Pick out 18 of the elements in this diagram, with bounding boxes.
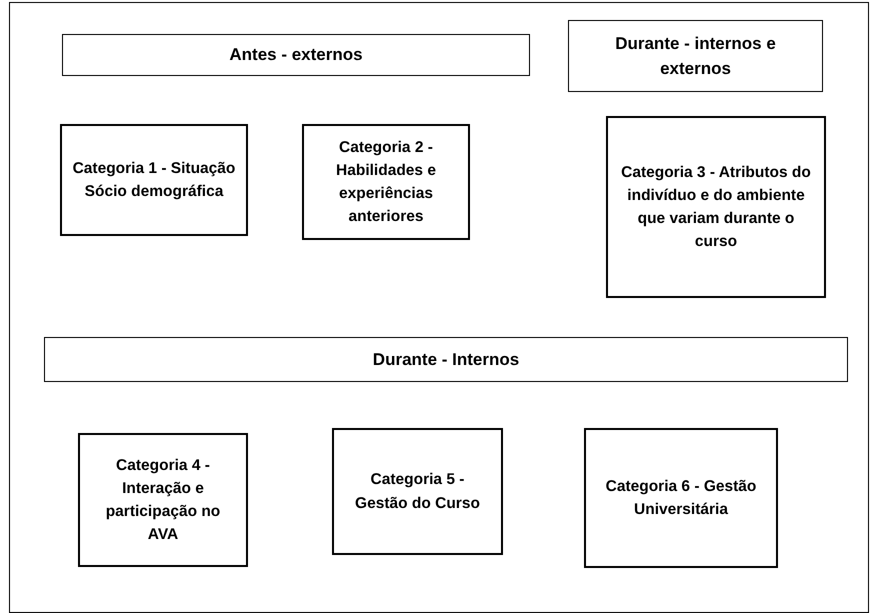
- category-box: [60, 124, 248, 236]
- heading-text: Durante - Internos: [372, 348, 520, 371]
- category-text: Categoria 5 - Gestão do Curso: [354, 470, 481, 514]
- category-text: Categoria 4 - Interação e participação no AVA: [104, 456, 222, 546]
- category-box: [584, 428, 778, 568]
- category-text: Categoria 2 - Habilidades e experiências anteriores: [335, 138, 437, 228]
- category-box: [78, 433, 248, 567]
- heading-text: Antes - externos: [229, 44, 363, 66]
- heading-text: Durante - internos e externos: [614, 32, 777, 80]
- heading-box: [568, 20, 823, 92]
- category-text: Categoria 6 - Gestão Universitária: [604, 476, 758, 520]
- heading-box: [62, 34, 530, 76]
- category-box: [302, 124, 470, 240]
- category-text: Categoria 3 - Atributos do indivíduo e do ambiente que variam durante o curso: [620, 162, 812, 252]
- category-text: Categoria 1 - Situação Sócio demográfica: [72, 158, 236, 202]
- category-box: [606, 116, 826, 298]
- category-box: [332, 428, 503, 555]
- heading-box: [44, 337, 848, 382]
